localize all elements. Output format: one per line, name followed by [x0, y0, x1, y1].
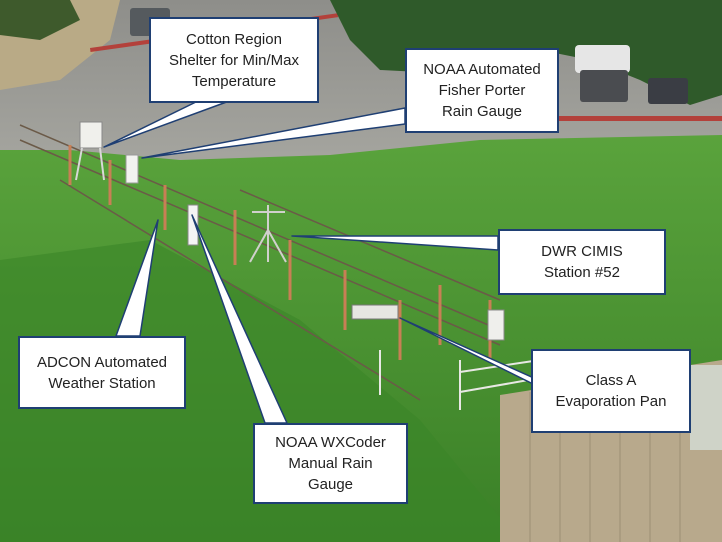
- callout-adcon-station: ADCON Automated Weather Station: [18, 336, 186, 409]
- callout-dwr-line-2: Station #52: [544, 264, 620, 281]
- callout-noaa-line-1: NOAA Automated: [423, 61, 541, 78]
- callout-dwr-cimis: DWR CIMIS Station #52: [498, 229, 666, 295]
- shelter-legs: [75, 147, 105, 181]
- callout-dwr-line-1: DWR CIMIS: [541, 243, 623, 260]
- callout-cotton-line-2: Shelter for Min/Max: [168, 51, 300, 69]
- parked-car-dark: [648, 78, 688, 104]
- callout-noaa-line-2: Fisher Porter: [438, 82, 526, 99]
- callout-class-a-pan: Class A Evaporation Pan: [531, 349, 691, 433]
- callout-wxcoder-line-2: Manual Rain: [288, 455, 373, 472]
- callout-adcon-line-1: ADCON Automated: [36, 353, 168, 371]
- callout-class-a-line-1: Class A: [585, 372, 637, 389]
- red-curb-right: [555, 116, 722, 121]
- fisher-porter-gauge: [125, 154, 139, 184]
- callout-cotton-region-shelter: Cotton Region Shelter for Min/Max Temper…: [149, 17, 319, 103]
- callout-noaa-line-3: Rain Gauge: [441, 103, 523, 120]
- callout-class-a-line-2: Evaporation Pan: [555, 393, 667, 410]
- wxcoder-gauge: [187, 204, 199, 246]
- cotton-shelter: [79, 121, 103, 149]
- callout-cotton-line-1: Cotton Region: [186, 30, 282, 48]
- callout-wxcoder-line-1: NOAA WXCoder: [275, 434, 386, 451]
- callout-noaa-wxcoder: NOAA WXCoder Manual Rain Gauge: [253, 423, 408, 504]
- equipment-building: [690, 365, 722, 450]
- parked-truck: [580, 70, 628, 102]
- callout-adcon-line-2: Weather Station: [48, 374, 156, 392]
- callout-cotton-line-3: Temperature: [191, 72, 277, 90]
- cimis-tower: [249, 205, 287, 263]
- parked-car: [575, 45, 630, 73]
- instrument-box: [487, 309, 505, 341]
- callout-wxcoder-line-3: Gauge: [307, 476, 354, 493]
- leader-lines: [103, 99, 546, 424]
- evaporation-pan: [351, 304, 399, 320]
- left-shrubs: [0, 0, 80, 40]
- callout-noaa-fisher-porter: NOAA Automated Fisher Porter Rain Gauge: [405, 48, 559, 133]
